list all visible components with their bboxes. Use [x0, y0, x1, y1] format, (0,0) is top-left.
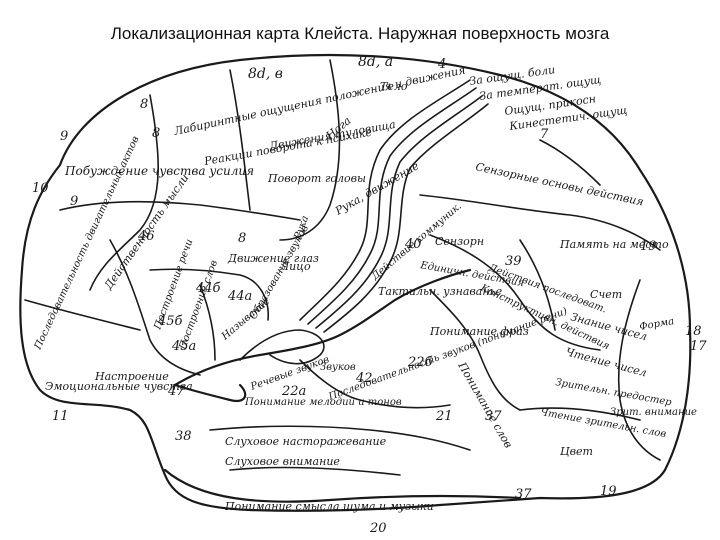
frontal-divider-4 [59, 200, 301, 221]
frontal-divider-3 [279, 59, 341, 241]
parietal-divider-4 [429, 289, 521, 411]
region-motor-will: Побуждение чувства усилия [64, 164, 254, 178]
region-sensory: Сензорн [435, 235, 484, 248]
region-sound-meaning: Понимание смысла шума и музыки [224, 500, 434, 513]
region-labyrinth: Лабиринтные ощущения положения и движени… [172, 63, 467, 138]
parietal-divider-2 [429, 234, 601, 351]
num-21: 21 [435, 409, 453, 424]
brain-outline [19, 53, 692, 512]
temporal-divider-1 [209, 425, 471, 451]
region-sounds: Звуков [320, 362, 356, 373]
label-4: 4 [437, 57, 446, 72]
num-40: 40 [404, 237, 422, 252]
num-19a: 19 [640, 239, 657, 254]
region-tactile: Тактильн. узнаванье [378, 285, 503, 298]
num-47: 47 [167, 384, 185, 399]
frontal-divider-1 [89, 94, 159, 291]
num-20: 20 [369, 521, 387, 536]
num-9a: 9 [60, 129, 68, 144]
num-37b: 37 [515, 487, 532, 502]
region-body: Тело [380, 80, 408, 93]
num-44b: 44б [195, 281, 221, 296]
region-phrase-understanding: Понимание фраз [429, 325, 529, 338]
parietal-divider-5 [617, 279, 661, 461]
num-9b: 9 [70, 194, 78, 209]
num-22a: 22a [281, 384, 306, 399]
num-18: 18 [685, 324, 702, 339]
region-melody: Понимание мелодий и тонов [244, 397, 402, 408]
num-8c: 8 [238, 231, 246, 246]
label-8d-v: 8d, в [248, 66, 283, 82]
num-44a: 44a [227, 289, 252, 304]
temporal-divider-3 [229, 466, 401, 476]
num-46: 46 [137, 229, 155, 244]
central-sulcus [299, 79, 471, 321]
insula-hook [173, 383, 247, 403]
num-45a: 45a [171, 339, 196, 354]
region-turn-head: Поворот головы [267, 172, 366, 185]
frontal-divider-7 [149, 268, 269, 321]
num-8a: 8 [140, 97, 148, 112]
num-7: 7 [540, 127, 549, 142]
num-17: 17 [690, 339, 707, 354]
frontal-divider-5 [109, 239, 201, 376]
sylvian-branch [239, 329, 325, 365]
temporal-divider-2 [299, 359, 451, 409]
num-10: 10 [32, 181, 49, 196]
num-19b: 19 [600, 484, 617, 499]
central-sulcus-line-4 [323, 103, 489, 333]
num-37a: 37 [485, 409, 502, 424]
temporal-lobe [163, 468, 522, 503]
region-visual-space: Зрит. внимание [610, 407, 697, 418]
region-mood: Настроение [94, 370, 169, 383]
central-sulcus-line-3 [315, 95, 483, 329]
label-8d-a: 8d, a [358, 54, 393, 70]
region-emotional: Эмоциональные чувства [45, 380, 193, 393]
region-visual-objects: Зрительн. предостер [554, 377, 672, 408]
region-memory-place: Память на место [559, 238, 669, 251]
region-calc: Счет [590, 288, 622, 301]
num-38: 38 [175, 429, 192, 444]
num-42: 42 [355, 371, 373, 386]
region-arm-movement: Рука, движение [332, 159, 421, 218]
num-11: 11 [52, 409, 69, 424]
region-eye-movements: Движение глаз [227, 252, 319, 265]
sylvian-fissure [173, 268, 472, 387]
region-auditory-attention: Слуховое внимание [225, 455, 340, 468]
region-word-understanding: Понимание слов [455, 359, 515, 450]
parietal-divider-3 [519, 239, 556, 331]
frontal-divider-8 [199, 284, 216, 361]
central-sulcus-line-2 [307, 87, 477, 325]
frontal-divider-6 [24, 299, 141, 331]
frontal-divider-2 [229, 69, 251, 211]
region-face: Лицо [279, 260, 311, 273]
num-8b: 8 [152, 126, 160, 141]
region-sensory-body: Сензорные основы действия [474, 160, 644, 208]
num-45b: 45б [157, 314, 183, 329]
region-auditory: Слуховое насторажевание [225, 435, 387, 448]
parietal-divider-1 [419, 194, 661, 251]
num-39: 39 [505, 254, 522, 269]
region-form: Форма [639, 316, 675, 333]
region-color: Цвет [560, 445, 593, 458]
occipital-divider-1 [519, 407, 641, 421]
num-22b: 22б [407, 355, 433, 370]
page-title: Локализационная карта Клейста. Наружная … [110, 24, 610, 43]
occipital-sulcus [539, 139, 601, 186]
